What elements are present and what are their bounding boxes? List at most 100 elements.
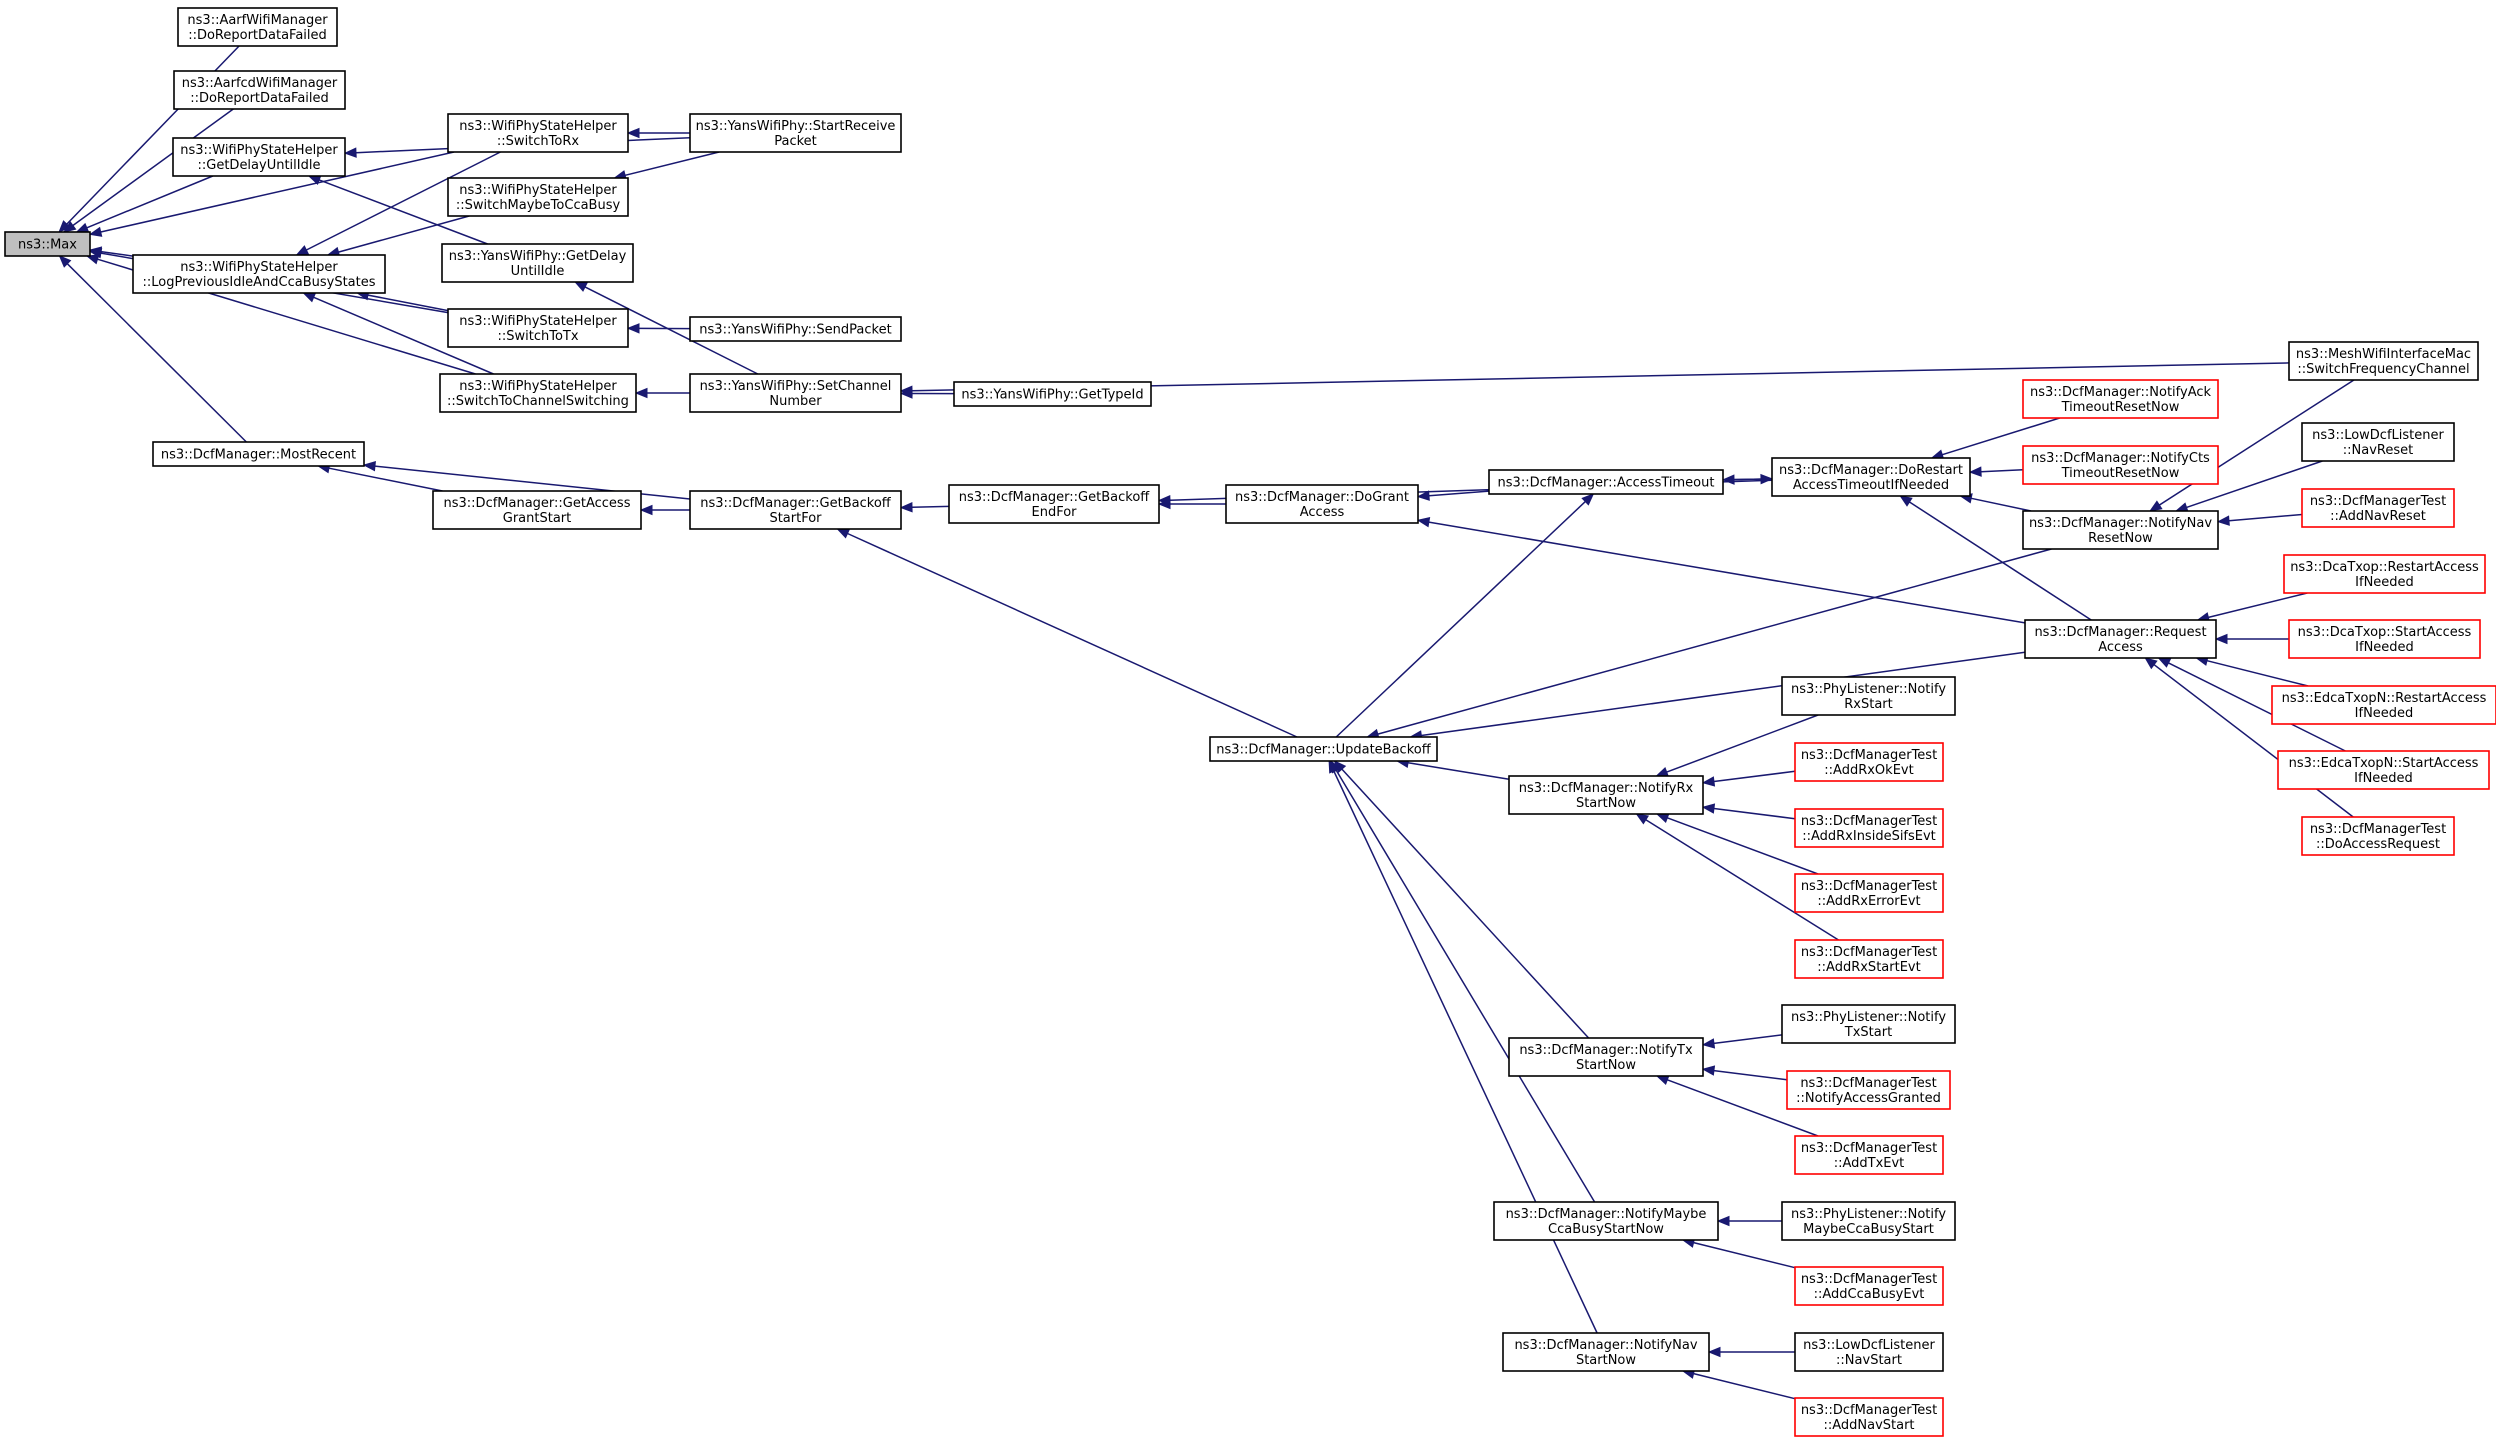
node-box[interactable] (689, 316, 902, 342)
node-box[interactable] (1786, 1070, 1951, 1110)
node-box[interactable] (1209, 736, 1438, 762)
node-box[interactable] (1508, 1037, 1704, 1077)
node-box[interactable] (2024, 619, 2217, 659)
node-aarf[interactable]: ns3::AarfWifiManager::DoReportDataFailed (177, 7, 338, 47)
node-box[interactable] (447, 308, 629, 348)
node-box[interactable] (2301, 488, 2455, 528)
node-box[interactable] (1794, 939, 1944, 979)
node-box[interactable] (1225, 484, 1419, 524)
node-logprev[interactable]: ns3::WifiPhyStateHelper::LogPreviousIdle… (132, 254, 386, 294)
node-switchtorx[interactable]: ns3::WifiPhyStateHelper::SwitchToRx (447, 113, 629, 153)
node-lownavreset[interactable]: ns3::LowDcfListener::NavReset (2301, 422, 2455, 462)
node-max[interactable]: ns3::Max (4, 231, 91, 257)
node-box[interactable] (1794, 1135, 1944, 1175)
node-addrxerror[interactable]: ns3::DcfManagerTest::AddRxErrorEvt (1794, 873, 1944, 913)
node-box[interactable] (152, 441, 365, 467)
node-box[interactable] (2271, 685, 2496, 725)
node-box[interactable] (2283, 554, 2486, 594)
node-switchtotx[interactable]: ns3::WifiPhyStateHelper::SwitchToTx (447, 308, 629, 348)
node-getdelayhelper[interactable]: ns3::WifiPhyStateHelper::GetDelayUntilId… (172, 137, 346, 177)
node-yansgetdelay[interactable]: ns3::YansWifiPhy::GetDelayUntilIdle (441, 243, 634, 283)
node-mostrecent[interactable]: ns3::DcfManager::MostRecent (152, 441, 365, 467)
node-doaccessreq[interactable]: ns3::DcfManagerTest::DoAccessRequest (2301, 816, 2455, 856)
node-addrxstart[interactable]: ns3::DcfManagerTest::AddRxStartEvt (1794, 939, 1944, 979)
node-box[interactable] (432, 490, 642, 530)
node-addrxinside[interactable]: ns3::DcfManagerTest::AddRxInsideSifsEvt (1794, 808, 1944, 848)
node-box[interactable] (4, 231, 91, 257)
node-notifygranted[interactable]: ns3::DcfManagerTest::NotifyAccessGranted (1786, 1070, 1951, 1110)
node-box[interactable] (1794, 742, 1944, 782)
node-box[interactable] (953, 381, 1152, 407)
node-box[interactable] (2288, 619, 2481, 659)
node-box[interactable] (177, 7, 338, 47)
node-box[interactable] (132, 254, 386, 294)
node-box[interactable] (447, 177, 629, 217)
node-updatebackoff[interactable]: ns3::DcfManager::UpdateBackoff (1209, 736, 1438, 762)
node-box[interactable] (1502, 1332, 1710, 1372)
node-box[interactable] (441, 243, 634, 283)
node-box[interactable] (1794, 1397, 1944, 1437)
node-box[interactable] (1794, 1266, 1944, 1306)
node-lownavstart[interactable]: ns3::LowDcfListener::NavStart (1794, 1332, 1944, 1372)
node-box[interactable] (689, 490, 902, 530)
node-dorestart[interactable]: ns3::DcfManager::DoRestartAccessTimeoutI… (1771, 457, 1971, 497)
node-addrxok[interactable]: ns3::DcfManagerTest::AddRxOkEvt (1794, 742, 1944, 782)
node-box[interactable] (1794, 808, 1944, 848)
node-box[interactable] (1493, 1201, 1719, 1241)
node-sendpacket[interactable]: ns3::YansWifiPhy::SendPacket (689, 316, 902, 342)
node-box[interactable] (2022, 510, 2219, 550)
node-box[interactable] (439, 373, 637, 413)
node-box[interactable] (1488, 469, 1724, 495)
node-notifyack[interactable]: ns3::DcfManager::NotifyAckTimeoutResetNo… (2022, 379, 2219, 419)
node-notifymaybe[interactable]: ns3::DcfManager::NotifyMaybeCcaBusyStart… (1493, 1201, 1719, 1241)
node-box[interactable] (1794, 873, 1944, 913)
node-box[interactable] (1781, 676, 1956, 716)
node-box[interactable] (1794, 1332, 1944, 1372)
node-box[interactable] (948, 484, 1160, 524)
node-box[interactable] (2277, 750, 2490, 790)
node-aarfcd[interactable]: ns3::AarfcdWifiManager::DoReportDataFail… (173, 70, 346, 110)
node-addtx[interactable]: ns3::DcfManagerTest::AddTxEvt (1794, 1135, 1944, 1175)
node-accesstimeout[interactable]: ns3::DcfManager::AccessTimeout (1488, 469, 1724, 495)
node-box[interactable] (447, 113, 629, 153)
node-box[interactable] (689, 113, 902, 153)
node-box[interactable] (2301, 816, 2455, 856)
node-addnavstart[interactable]: ns3::DcfManagerTest::AddNavStart (1794, 1397, 1944, 1437)
node-box[interactable] (2288, 341, 2479, 381)
node-box[interactable] (1508, 775, 1704, 815)
node-notifycts[interactable]: ns3::DcfManager::NotifyCtsTimeoutResetNo… (2022, 445, 2219, 485)
node-box[interactable] (1781, 1201, 1956, 1241)
node-box[interactable] (2022, 445, 2219, 485)
node-box[interactable] (2301, 422, 2455, 462)
node-switchmaybe[interactable]: ns3::WifiPhyStateHelper::SwitchMaybeToCc… (447, 177, 629, 217)
node-box[interactable] (2022, 379, 2219, 419)
node-box[interactable] (1771, 457, 1971, 497)
node-box[interactable] (1781, 1004, 1956, 1044)
node-box[interactable] (172, 137, 346, 177)
node-phymaybe[interactable]: ns3::PhyListener::NotifyMaybeCcaBusyStar… (1781, 1201, 1956, 1241)
node-gettypeid[interactable]: ns3::YansWifiPhy::GetTypeId (953, 381, 1152, 407)
node-meshswitch[interactable]: ns3::MeshWifiInterfaceMac::SwitchFrequen… (2288, 341, 2479, 381)
node-addccabusy[interactable]: ns3::DcfManagerTest::AddCcaBusyEvt (1794, 1266, 1944, 1306)
node-box[interactable] (689, 373, 902, 413)
node-addnavreset[interactable]: ns3::DcfManagerTest::AddNavReset (2301, 488, 2455, 528)
node-box[interactable] (173, 70, 346, 110)
node-switchchan[interactable]: ns3::WifiPhyStateHelper::SwitchToChannel… (439, 373, 637, 413)
